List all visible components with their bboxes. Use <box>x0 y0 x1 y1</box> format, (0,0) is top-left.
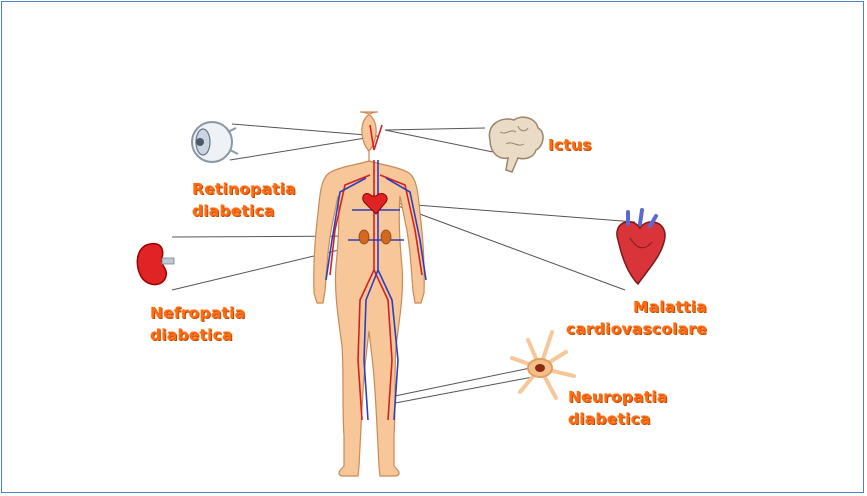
label-stroke-line1: Ictus <box>548 134 592 156</box>
label-nephropathy-line1: Nefropatia <box>150 302 245 324</box>
connector-lines <box>172 124 635 404</box>
label-retinopathy-line2: diabetica <box>192 200 296 222</box>
label-cardio: Malattia cardiovascolare <box>566 296 707 340</box>
label-neuropathy: Neuropatia diabetica <box>568 386 668 430</box>
label-retinopathy-line1: Retinopatia <box>192 178 296 200</box>
nerve-cell-icon <box>512 332 574 398</box>
label-stroke: Ictus <box>548 134 592 156</box>
human-body-illustration <box>314 112 426 476</box>
label-nephropathy-line2: diabetica <box>150 324 245 346</box>
label-cardio-line2: cardiovascolare <box>566 318 707 340</box>
label-cardio-line1: Malattia <box>566 296 707 318</box>
label-retinopathy: Retinopatia diabetica <box>192 178 296 222</box>
brain-icon <box>489 117 543 172</box>
kidney-icon <box>137 244 174 285</box>
label-neuropathy-line2: diabetica <box>568 408 668 430</box>
eye-icon <box>192 122 238 162</box>
label-neuropathy-line1: Neuropatia <box>568 386 668 408</box>
label-nephropathy: Nefropatia diabetica <box>150 302 245 346</box>
